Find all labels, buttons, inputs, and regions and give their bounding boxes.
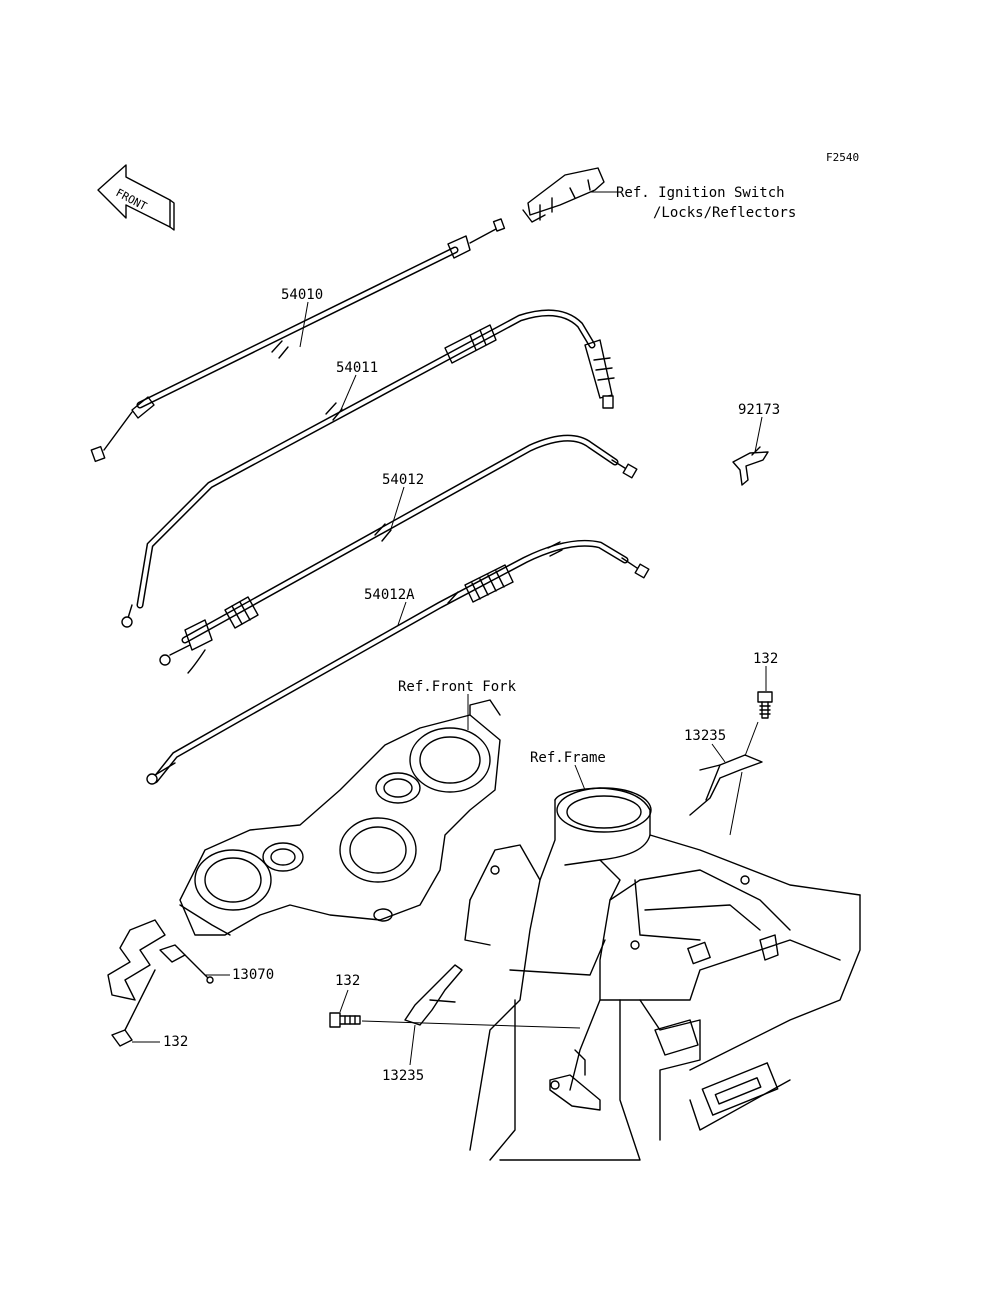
guide-13070 — [107, 919, 214, 1001]
cable-54011 — [121, 309, 615, 628]
part-54010: 54010 — [281, 287, 323, 303]
leader-13235-top — [711, 743, 726, 763]
clamp-13235-top — [689, 754, 763, 816]
bolt-132-mid — [329, 1012, 361, 1028]
ref-front-fork: Ref.Front Fork — [398, 679, 517, 695]
part-13235-bottom: 13235 — [382, 1068, 424, 1084]
cable-54012 — [159, 434, 638, 674]
ref-ignition-line2: /Locks/Reflectors — [653, 205, 796, 221]
part-13235-top: 13235 — [684, 728, 726, 744]
leader-54010 — [299, 301, 309, 348]
part-54012: 54012 — [382, 472, 424, 488]
bolt-132-left — [111, 969, 156, 1047]
clip-92173 — [732, 446, 769, 486]
ref-frame: Ref.Frame — [530, 750, 606, 766]
front-arrow-icon: FRONT — [97, 164, 175, 231]
clamp-13235-bottom — [404, 964, 463, 1026]
part-54012A: 54012A — [364, 587, 415, 603]
part-13070: 13070 — [232, 967, 274, 983]
ref-ignition-line1: Ref. Ignition Switch — [616, 185, 785, 201]
ignition-switch-bracket — [522, 167, 605, 223]
leader-clamp-top — [744, 721, 759, 757]
cable-54010 — [90, 218, 506, 463]
part-54011: 54011 — [336, 360, 378, 376]
diagram-code: F2540 — [826, 151, 859, 164]
cable-54012A — [146, 539, 650, 785]
leader-13235-bottom — [409, 1024, 416, 1066]
part-132-top: 132 — [753, 651, 778, 667]
leader-frame — [574, 764, 586, 791]
leader-clamp-to-frame — [729, 771, 743, 836]
leader-92173 — [754, 416, 763, 453]
front-arrow-label: FRONT — [114, 186, 150, 213]
frame — [464, 787, 861, 1161]
leader-bolt-to-frame — [361, 1020, 581, 1029]
part-132-mid: 132 — [335, 973, 360, 989]
bolt-132-top — [757, 691, 773, 719]
leader-54012A — [397, 601, 407, 626]
front-fork-upper-clamp — [179, 699, 501, 936]
leader-54012 — [389, 486, 405, 533]
part-92173: 92173 — [738, 402, 780, 418]
leader-54011 — [339, 374, 357, 413]
part-132-left: 132 — [163, 1034, 188, 1050]
leader-132-mid — [339, 989, 349, 1013]
